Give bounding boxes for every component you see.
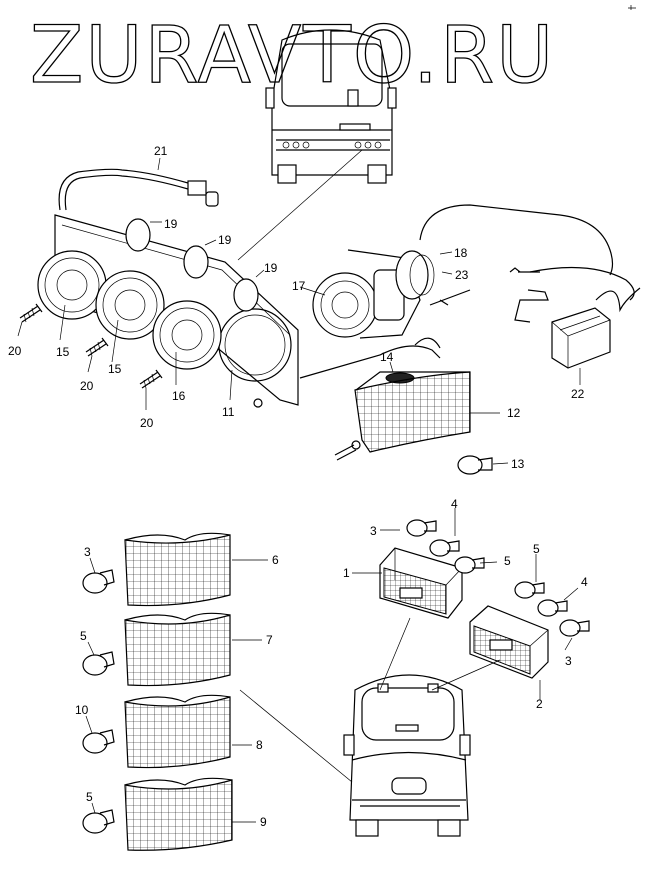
headlamp-unit [312,204,614,339]
label-9: 9 [260,815,267,829]
corner-mark-icon [628,5,636,10]
bulb-left-3 [82,569,115,594]
control-unit [509,266,641,369]
screw-20a [17,303,43,337]
label-3c: 3 [84,545,91,559]
label-20b: 20 [80,379,94,393]
bulb-left-5b [82,809,115,834]
label-5b: 5 [533,542,540,556]
label-1: 1 [343,566,350,580]
bulb-left-10 [82,729,115,754]
label-4b: 4 [581,575,588,589]
label-17: 17 [292,279,306,293]
label-5d: 5 [86,790,93,804]
label-3b: 3 [565,654,572,668]
label-11: 11 [222,405,235,419]
label-5c: 5 [80,629,87,643]
label-22: 22 [571,387,585,401]
tail-lamp-9 [124,777,233,851]
label-16: 16 [172,389,186,403]
screw-20c [139,369,163,410]
watermark-text: ZURAVTO.RU [30,11,555,101]
label-19a: 19 [164,217,178,231]
bulb-left-5 [82,651,115,676]
screw-20b [85,337,109,373]
wire-harness [58,168,219,211]
label-12: 12 [507,406,521,420]
rear-lamp-12 [299,337,493,475]
label-4a: 4 [451,497,458,511]
label-8: 8 [256,738,263,752]
label-10: 10 [75,703,89,717]
label-15b: 15 [108,362,122,376]
tail-lamp-8 [124,694,231,769]
headlamp-bracket-assembly [37,214,299,408]
label-20a: 20 [8,344,22,358]
label-19c: 19 [264,261,278,275]
marker-lights-top [379,519,590,679]
label-20c: 20 [140,416,154,430]
label-7: 7 [266,633,273,647]
label-14: 14 [380,350,394,364]
bus-front-view [265,29,397,184]
label-23: 23 [455,268,469,282]
label-6: 6 [272,553,279,567]
label-15a: 15 [56,345,70,359]
label-21: 21 [154,144,168,158]
label-13: 13 [511,457,525,471]
label-5a: 5 [504,554,511,568]
tail-lamp-7 [124,612,231,687]
label-3a: 3 [370,524,377,538]
label-18: 18 [454,246,468,260]
label-2: 2 [536,697,543,711]
tail-lamp-6 [124,532,231,607]
bus-rear-view [343,674,471,837]
label-19b: 19 [218,233,232,247]
